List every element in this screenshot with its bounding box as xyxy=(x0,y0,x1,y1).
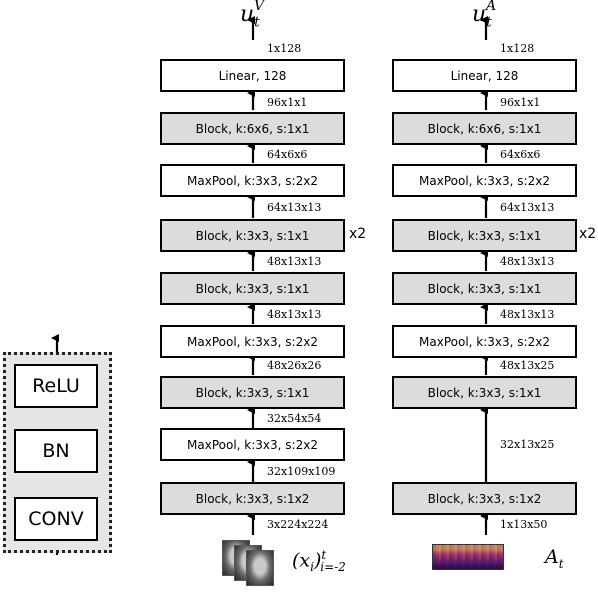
visual-dim-label: 32x109x109 xyxy=(267,465,336,478)
visual-layer-label: Block, k:3x3, s:1x1 xyxy=(195,385,310,400)
visual-dim-label: 48x26x26 xyxy=(267,359,322,372)
visual-block-box: Block, k:3x3, s:1x1 xyxy=(160,376,345,409)
audio-dim-label: 48x13x25 xyxy=(500,359,555,372)
visual-layer-label: Block, k:3x3, s:1x1 xyxy=(195,281,310,296)
visual-dim-label: 1x128 xyxy=(267,42,302,55)
visual-input-label-mid: ) xyxy=(313,549,322,572)
audio-dim-label: 1x128 xyxy=(500,42,535,55)
visual-dim-label: 64x13x13 xyxy=(267,201,322,214)
visual-layer-label: Block, k:6x6, s:1x1 xyxy=(195,121,310,136)
audio-input-dim-label: 1x13x50 xyxy=(500,518,548,531)
visual-input-label: (xi)ti=-2 xyxy=(292,548,346,574)
audio-layer-label: MaxPool, k:3x3, s:2x2 xyxy=(419,173,550,188)
legend-conv-box: CONV xyxy=(14,497,98,541)
visual-input-label-base: (x xyxy=(292,549,311,572)
audio-layer-label: Linear, 128 xyxy=(450,68,519,83)
audio-title-sub: t xyxy=(486,14,492,31)
audio-dim-label: 64x6x6 xyxy=(500,148,541,161)
face-frame xyxy=(246,550,274,586)
visual-dim-label: 48x13x13 xyxy=(267,255,322,268)
audio-block-box: Block, k:3x3, s:1x1 xyxy=(392,272,577,305)
face-frames-image xyxy=(222,540,282,588)
audio-linear-box: Linear, 128 xyxy=(392,59,577,92)
audio-title-sup: A xyxy=(486,0,497,14)
audio-layer-label: Block, k:6x6, s:1x1 xyxy=(427,121,542,136)
audio-input-label-base: A xyxy=(545,546,559,568)
visual-maxpool-box: MaxPool, k:3x3, s:2x2 xyxy=(160,325,345,358)
visual-repeat-marker: x2 xyxy=(349,226,367,242)
audio-dim-label: 96x1x1 xyxy=(500,96,541,109)
audio-repeat-marker: x2 xyxy=(579,226,597,242)
visual-layer-label: MaxPool, k:3x3, s:2x2 xyxy=(187,437,318,452)
legend-relu-box: ReLU xyxy=(14,364,98,408)
visual-block-repeated-box: Block, k:3x3, s:1x1 xyxy=(160,219,345,252)
legend-bn-label: BN xyxy=(42,440,70,462)
legend-conv-label: CONV xyxy=(28,508,84,530)
audio-layer-label: Block, k:3x3, s:1x2 xyxy=(427,491,542,506)
audio-input-label: At xyxy=(545,546,564,571)
visual-dim-label: 48x13x13 xyxy=(267,308,322,321)
visual-layer-label: Block, k:3x3, s:1x1 xyxy=(195,228,310,243)
visual-dim-label: 32x54x54 xyxy=(267,412,322,425)
audio-input-label-sub: t xyxy=(558,556,564,571)
visual-block-box: Block, k:3x3, s:1x1 xyxy=(160,272,345,305)
visual-layer-label: Linear, 128 xyxy=(218,68,287,83)
visual-maxpool-box: MaxPool, k:3x3, s:2x2 xyxy=(160,428,345,461)
audio-block-repeated-box: Block, k:3x3, s:1x1 xyxy=(392,219,577,252)
audio-dim-label: 48x13x13 xyxy=(500,255,555,268)
visual-block-input-box: Block, k:3x3, s:1x2 xyxy=(160,482,345,515)
visual-block-6x6-box: Block, k:6x6, s:1x1 xyxy=(160,112,345,145)
visual-input-label-range: i=-2 xyxy=(320,560,346,575)
visual-title-sub: t xyxy=(254,14,260,31)
audio-maxpool-box: MaxPool, k:3x3, s:2x2 xyxy=(392,164,577,197)
visual-title-base: u xyxy=(240,2,255,27)
audio-layer-label: Block, k:3x3, s:1x1 xyxy=(427,385,542,400)
audio-dim-label: 48x13x13 xyxy=(500,308,555,321)
audio-block-input-box: Block, k:3x3, s:1x2 xyxy=(392,482,577,515)
spectrogram-image xyxy=(432,544,504,570)
visual-layer-label: MaxPool, k:3x3, s:2x2 xyxy=(187,334,318,349)
visual-title-sup: V xyxy=(254,0,265,14)
visual-layer-label: MaxPool, k:3x3, s:2x2 xyxy=(187,173,318,188)
visual-layer-label: Block, k:3x3, s:1x2 xyxy=(195,491,310,506)
audio-title-base: u xyxy=(472,2,487,27)
legend-relu-label: ReLU xyxy=(32,375,80,397)
visual-dim-label: 96x1x1 xyxy=(267,96,308,109)
audio-layer-label: Block, k:3x3, s:1x1 xyxy=(427,281,542,296)
audio-dim-label: 64x13x13 xyxy=(500,201,555,214)
audio-layer-label: Block, k:3x3, s:1x1 xyxy=(427,228,542,243)
audio-block-6x6-box: Block, k:6x6, s:1x1 xyxy=(392,112,577,145)
audio-layer-label: MaxPool, k:3x3, s:2x2 xyxy=(419,334,550,349)
visual-input-label-sup: t xyxy=(321,548,327,562)
audio-block-box: Block, k:3x3, s:1x1 xyxy=(392,376,577,409)
audio-dim-label: 32x13x25 xyxy=(500,438,555,451)
visual-dim-label: 64x6x6 xyxy=(267,148,308,161)
visual-input-dim-label: 3x224x224 xyxy=(267,518,329,531)
audio-maxpool-box: MaxPool, k:3x3, s:2x2 xyxy=(392,325,577,358)
visual-maxpool-box: MaxPool, k:3x3, s:2x2 xyxy=(160,164,345,197)
visual-input-label-sub: i xyxy=(310,560,314,575)
legend-bn-box: BN xyxy=(14,429,98,473)
visual-linear-box: Linear, 128 xyxy=(160,59,345,92)
